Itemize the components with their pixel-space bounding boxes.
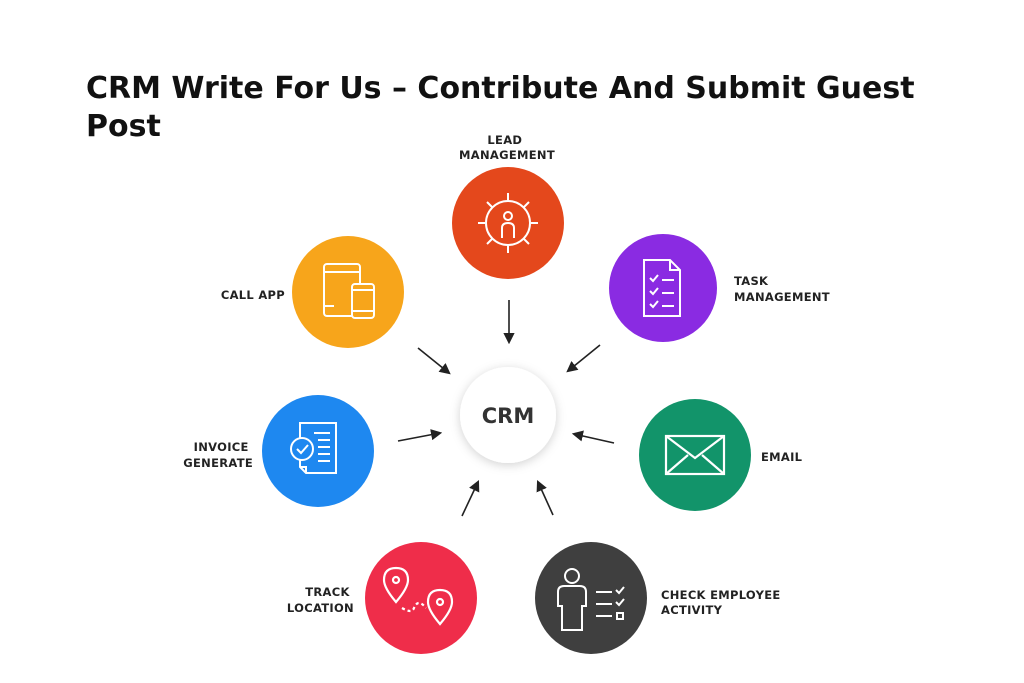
task-label-line1: TASK — [734, 274, 769, 288]
page-title: CRM Write For Us – Contribute And Submit… — [86, 71, 915, 144]
task-circle — [609, 234, 717, 342]
activity-circle — [535, 542, 647, 654]
arrows — [397, 300, 615, 517]
invoice-label-line2: GENERATE — [183, 456, 253, 470]
svg-text:CHECK EMPLOYEE ACTIVITY: CHECK EMPLOYEE ACTIVITY — [661, 588, 785, 617]
track-label-line1: TRACK — [305, 585, 350, 599]
node-lead-management: LEAD MANAGEMENT — [452, 133, 564, 279]
crm-center: CRM — [460, 367, 556, 463]
email-circle — [639, 399, 751, 511]
node-email: EMAIL — [639, 399, 803, 511]
tablet-phone-icon — [323, 263, 375, 319]
node-track-location: TRACK LOCATION — [287, 542, 477, 654]
crm-circle — [460, 367, 556, 463]
track-circle — [365, 542, 477, 654]
route-pins-icon — [382, 566, 454, 626]
arrow-from-track — [461, 479, 480, 517]
arrow-from-task — [566, 344, 601, 373]
track-label-line2: LOCATION — [287, 601, 354, 615]
svg-text:LEAD MANAGEMENT: LEAD MANAGEMENT — [459, 133, 555, 162]
svg-text:TASK MANAGEMENT: TASK MANAGEMENT — [734, 274, 830, 304]
node-check-employee-activity: CHECK EMPLOYEE ACTIVITY — [535, 542, 785, 654]
node-call-app: CALL APP — [221, 236, 404, 348]
activity-label-line1: CHECK EMPLOYEE — [661, 588, 781, 602]
svg-text:INVOICE GENERATE: INVOICE GENERATE — [183, 440, 253, 470]
gear-person-icon — [478, 193, 538, 253]
document-checklist-icon — [643, 259, 681, 317]
lead-label-line1: LEAD — [487, 133, 522, 147]
invoice-label-line1: INVOICE — [194, 440, 249, 454]
invoice-check-icon — [290, 422, 337, 474]
svg-text:TRACK LOCATION: TRACK LOCATION — [287, 585, 354, 615]
arrow-from-invoice — [397, 429, 443, 442]
crm-label: CRM — [482, 404, 534, 428]
envelope-icon — [664, 434, 726, 476]
node-invoice-generate: INVOICE GENERATE — [183, 395, 374, 507]
task-label-line2: MANAGEMENT — [734, 290, 830, 304]
call-circle — [292, 236, 404, 348]
invoice-circle — [262, 395, 374, 507]
arrow-from-email — [571, 430, 615, 444]
arrow-from-activity — [536, 479, 554, 516]
call-label: CALL APP — [221, 288, 285, 302]
person-checklist-icon — [557, 568, 625, 631]
arrow-from-call — [417, 347, 451, 375]
email-label: EMAIL — [761, 450, 803, 464]
lead-label-line2: MANAGEMENT — [459, 148, 555, 162]
activity-label-line2: ACTIVITY — [661, 603, 723, 617]
node-task-management: TASK MANAGEMENT — [609, 234, 830, 342]
